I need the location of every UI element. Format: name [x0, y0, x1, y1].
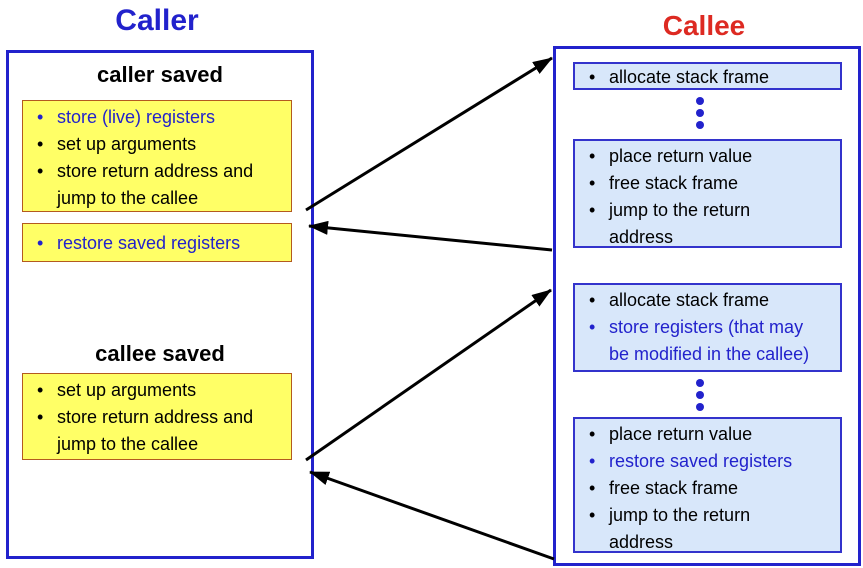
list-item: • place return value	[575, 421, 840, 448]
list-item-text: jump to the callee	[57, 434, 199, 454]
list-item-text: set up arguments	[57, 380, 197, 400]
list-item-text: free stack frame	[609, 173, 739, 193]
list-item-text: store return address and	[57, 161, 254, 181]
callee-allocate-store-block: • allocate stack frame • store registers…	[573, 283, 842, 372]
list-item-text: jump to the return	[609, 505, 751, 525]
list-item: • free stack frame	[575, 170, 840, 197]
list-item-text: jump to the callee	[57, 188, 199, 208]
ellipsis-dots	[692, 95, 708, 131]
list-item-text: store return address and	[57, 407, 254, 427]
caller-title: Caller	[115, 4, 199, 37]
ellipsis-dot	[696, 379, 704, 387]
ellipsis-dot	[696, 121, 704, 129]
list-item-text: be modified in the callee)	[609, 344, 810, 364]
list-item-text: jump to the return	[609, 200, 751, 220]
arrow-caller-saved-call	[305, 56, 553, 212]
list-item-text: store registers (that may	[609, 317, 804, 337]
bullet-icon: •	[589, 173, 596, 193]
caller-saved-heading: caller saved	[97, 62, 223, 87]
list-item: • allocate stack frame	[575, 64, 840, 91]
ellipsis-dot	[696, 97, 704, 105]
bullet-icon: •	[37, 161, 44, 181]
bullet-icon	[35, 185, 57, 212]
list-item: • jump to the return	[575, 197, 840, 224]
list-item-text: set up arguments	[57, 134, 197, 154]
caller-restore-block: • restore saved registers	[22, 223, 292, 262]
bullet-icon: •	[37, 380, 44, 400]
list-item: jump to the callee	[23, 431, 291, 458]
bullet-icon: •	[589, 451, 596, 471]
list-item: • set up arguments	[23, 377, 291, 404]
list-item: • store return address and	[23, 158, 291, 185]
list-item: • store registers (that may	[575, 314, 840, 341]
ellipsis-dot	[696, 403, 704, 411]
list-item: • store (live) registers	[23, 104, 291, 131]
list-item-text: place return value	[609, 146, 753, 166]
list-item: • restore saved registers	[23, 230, 291, 257]
list-item: • free stack frame	[575, 475, 840, 502]
list-item-text: address	[609, 227, 674, 247]
ellipsis-dot	[696, 391, 704, 399]
list-item-text: place return value	[609, 424, 753, 444]
list-item: • store return address and	[23, 404, 291, 431]
bullet-icon	[587, 224, 609, 251]
list-item-text: free stack frame	[609, 478, 739, 498]
bullet-icon: •	[589, 317, 596, 337]
caller-box: caller saved • store (live) registers • …	[6, 50, 314, 559]
list-item-text: store (live) registers	[57, 107, 216, 127]
bullet-icon: •	[589, 290, 596, 310]
bullet-icon	[587, 529, 609, 556]
list-item-text: restore saved registers	[609, 451, 793, 471]
arrow-callee-saved-return	[309, 470, 555, 561]
list-item: jump to the callee	[23, 185, 291, 212]
list-item-text: address	[609, 532, 674, 552]
list-item: • place return value	[575, 143, 840, 170]
bullet-icon	[35, 431, 57, 458]
list-item: • set up arguments	[23, 131, 291, 158]
list-item-text: restore saved registers	[57, 233, 241, 253]
bullet-icon: •	[37, 134, 44, 154]
list-item: • allocate stack frame	[575, 287, 840, 314]
callee-title: Callee	[662, 10, 746, 41]
list-item: • jump to the return	[575, 502, 840, 529]
bullet-icon: •	[37, 407, 44, 427]
bullet-icon: •	[589, 146, 596, 166]
bullet-icon: •	[589, 67, 596, 87]
bullet-icon: •	[37, 107, 44, 127]
callee-allocate-block: • allocate stack frame	[573, 62, 842, 90]
bullet-icon: •	[589, 505, 596, 525]
list-item-text: allocate stack frame	[609, 290, 770, 310]
callee-box: • allocate stack frame • place return va…	[553, 46, 861, 566]
ellipsis-dots	[692, 377, 708, 413]
ellipsis-dot	[696, 109, 704, 117]
list-item: address	[575, 224, 840, 251]
bullet-icon: •	[589, 424, 596, 444]
list-item: address	[575, 529, 840, 556]
list-item: • restore saved registers	[575, 448, 840, 475]
bullet-icon: •	[589, 478, 596, 498]
caller-saved-actions-block: • store (live) registers • set up argume…	[22, 100, 292, 212]
list-item: be modified in the callee)	[575, 341, 840, 368]
list-item-text: allocate stack frame	[609, 67, 770, 87]
callee-return-block-bottom: • place return value • restore saved reg…	[573, 417, 842, 553]
callee-saved-heading: callee saved	[95, 341, 225, 366]
bullet-icon	[587, 341, 609, 368]
bullet-icon: •	[37, 233, 44, 253]
callee-saved-actions-block: • set up arguments • store return addres…	[22, 373, 292, 460]
arrow-caller-saved-return	[308, 220, 553, 252]
callee-return-block-top: • place return value • free stack frame …	[573, 139, 842, 248]
arrow-callee-saved-call	[305, 288, 552, 462]
bullet-icon: •	[589, 200, 596, 220]
